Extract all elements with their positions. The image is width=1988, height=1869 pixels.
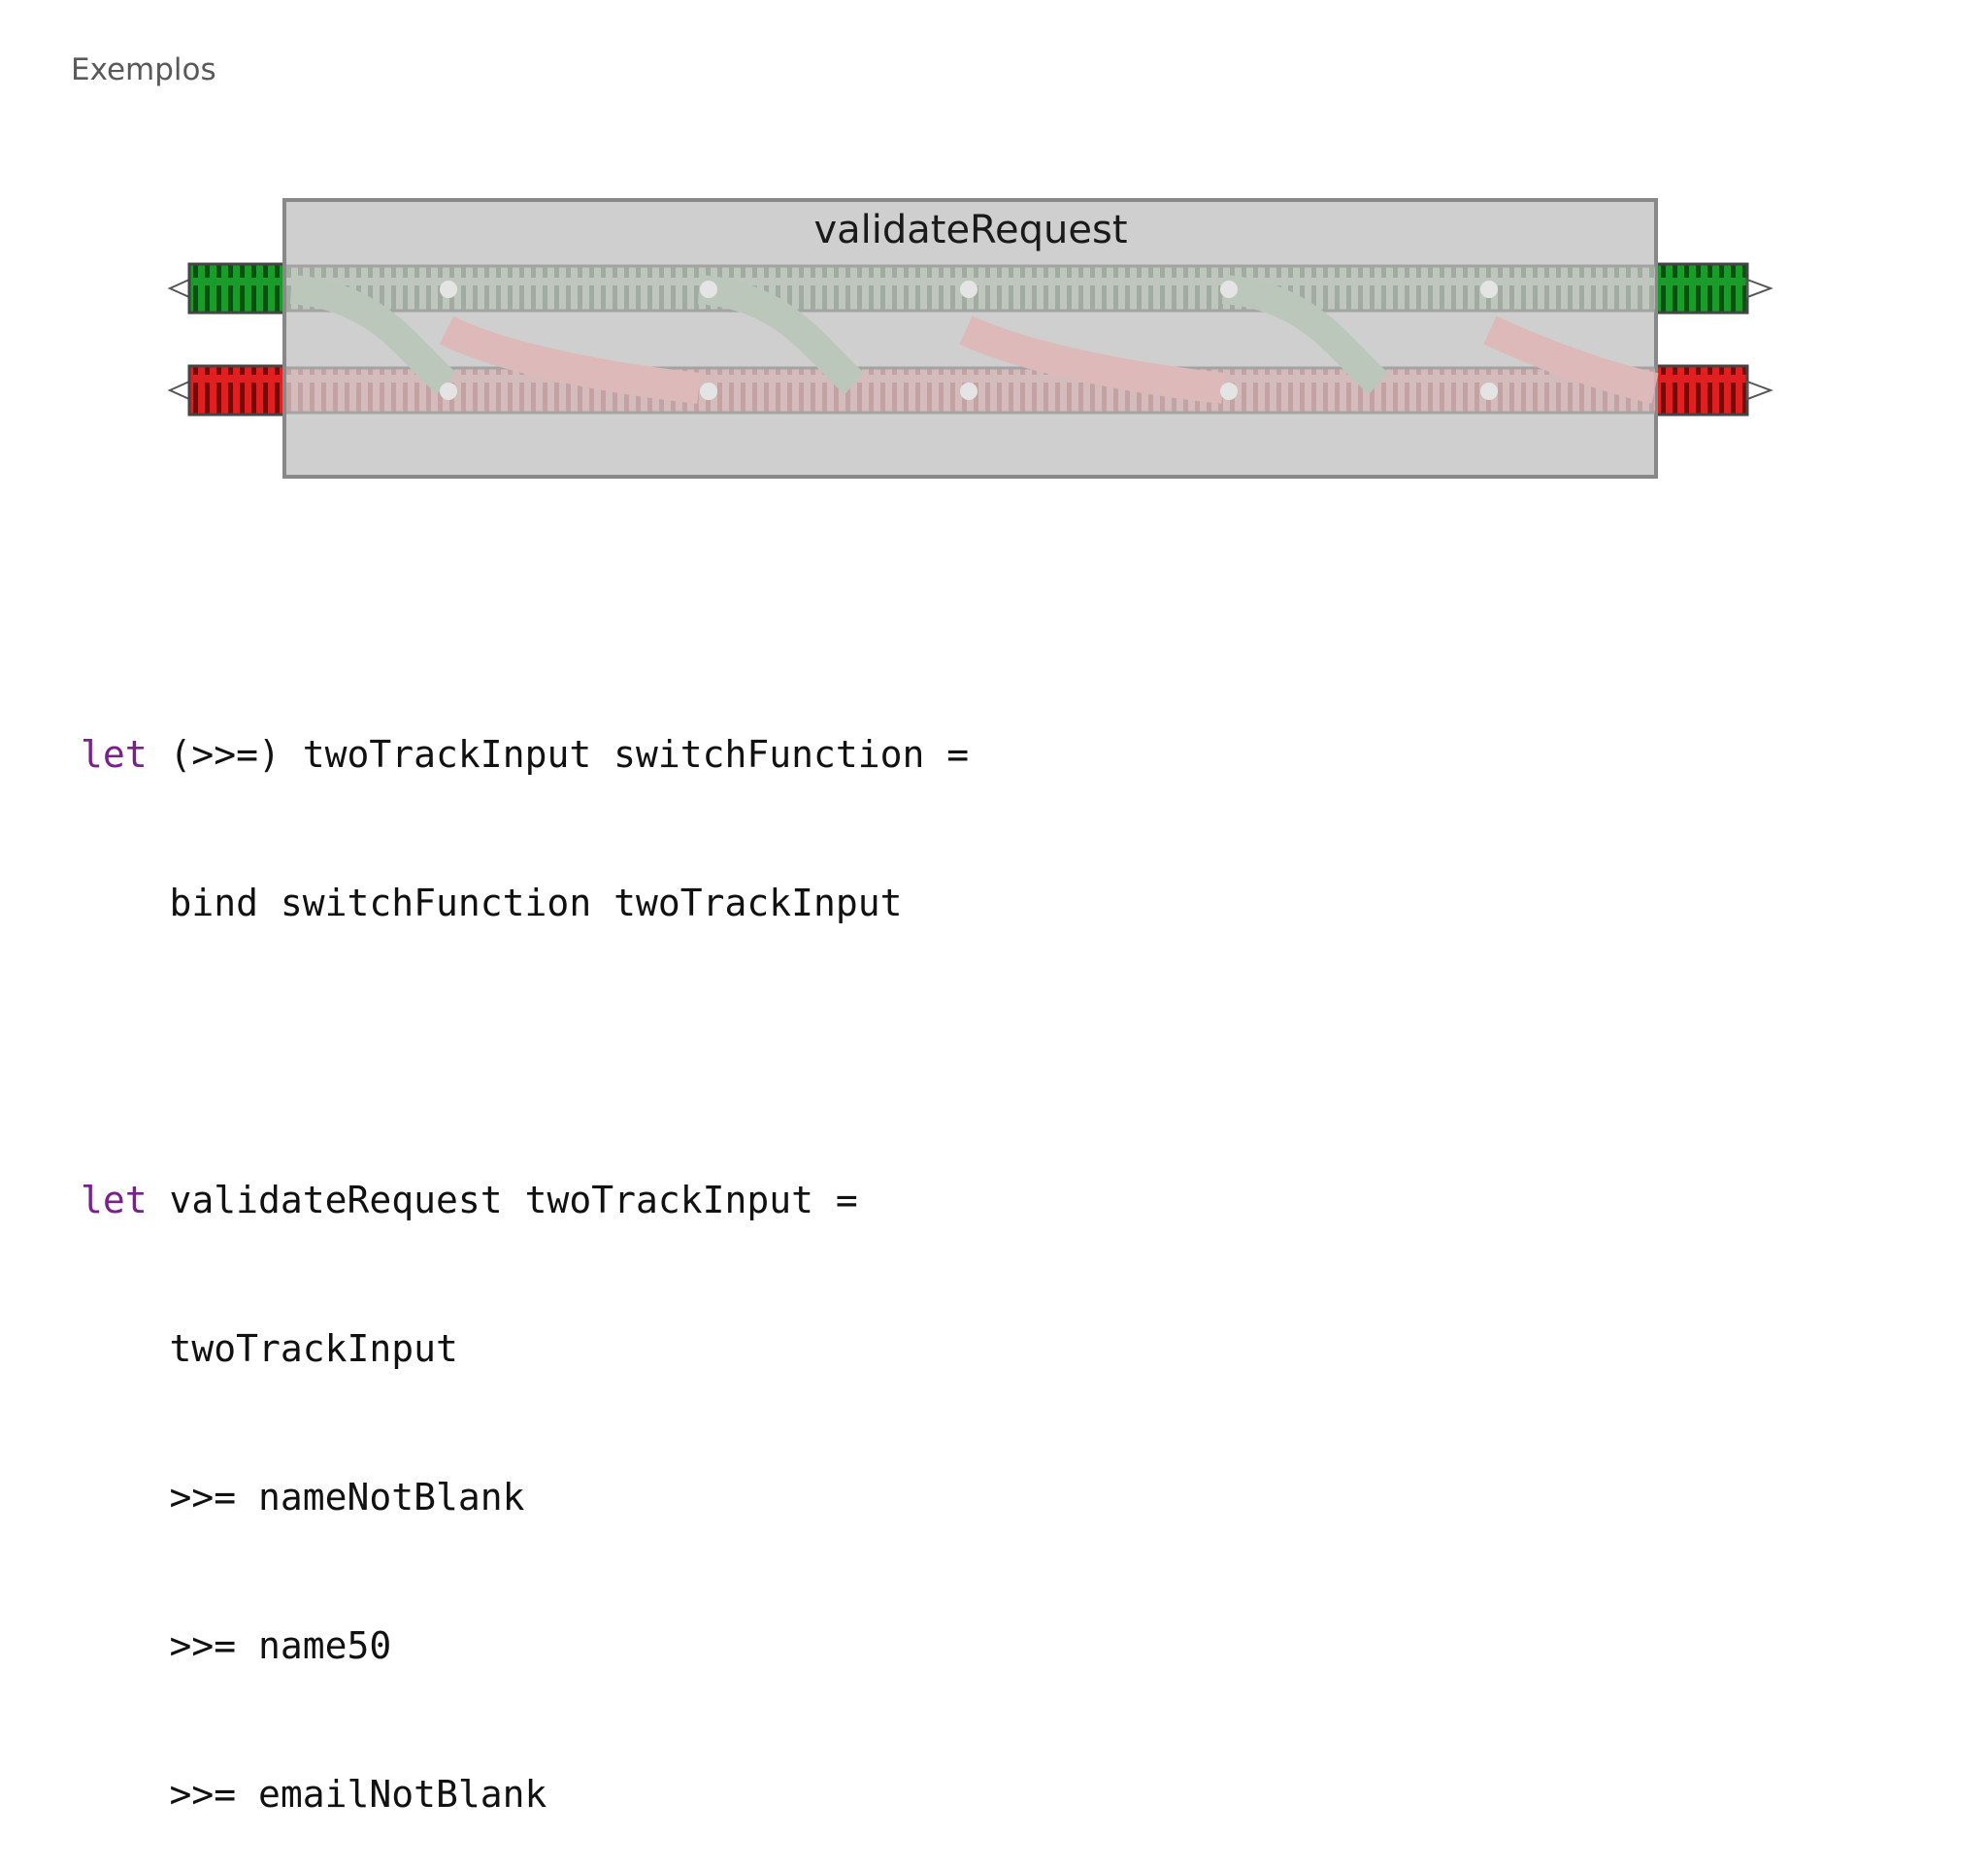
code-line-6: >>= nameNotBlank [81, 1476, 525, 1519]
code-text: (>>=) twoTrackInput switchFunction = [147, 733, 970, 776]
code-line-4: let validateRequest twoTrackInput = [81, 1176, 969, 1225]
code-line-2: bind switchFunction twoTrackInput [81, 882, 903, 924]
railway-diagram: validateRequest [167, 198, 1773, 479]
code-text: validateRequest twoTrackInput = [147, 1179, 858, 1221]
code-line-7: >>= name50 [81, 1624, 392, 1667]
right-failure-output [1653, 364, 1773, 417]
slide-title: Exemplos [71, 52, 216, 87]
keyword-let: let [81, 733, 148, 776]
code-line-1: let (>>=) twoTrackInput switchFunction = [81, 730, 969, 780]
left-success-input [167, 262, 288, 315]
right-success-output [1653, 262, 1773, 315]
internal-tracks [286, 264, 1659, 415]
left-failure-input [167, 364, 288, 417]
code-line-8: >>= emailNotBlank [81, 1773, 547, 1816]
code-line-5: twoTrackInput [81, 1327, 458, 1370]
keyword-let: let [81, 1179, 148, 1221]
box-label: validateRequest [813, 208, 1127, 252]
code-blank-line [81, 1027, 969, 1077]
code-block: let (>>=) twoTrackInput switchFunction =… [81, 631, 969, 1869]
